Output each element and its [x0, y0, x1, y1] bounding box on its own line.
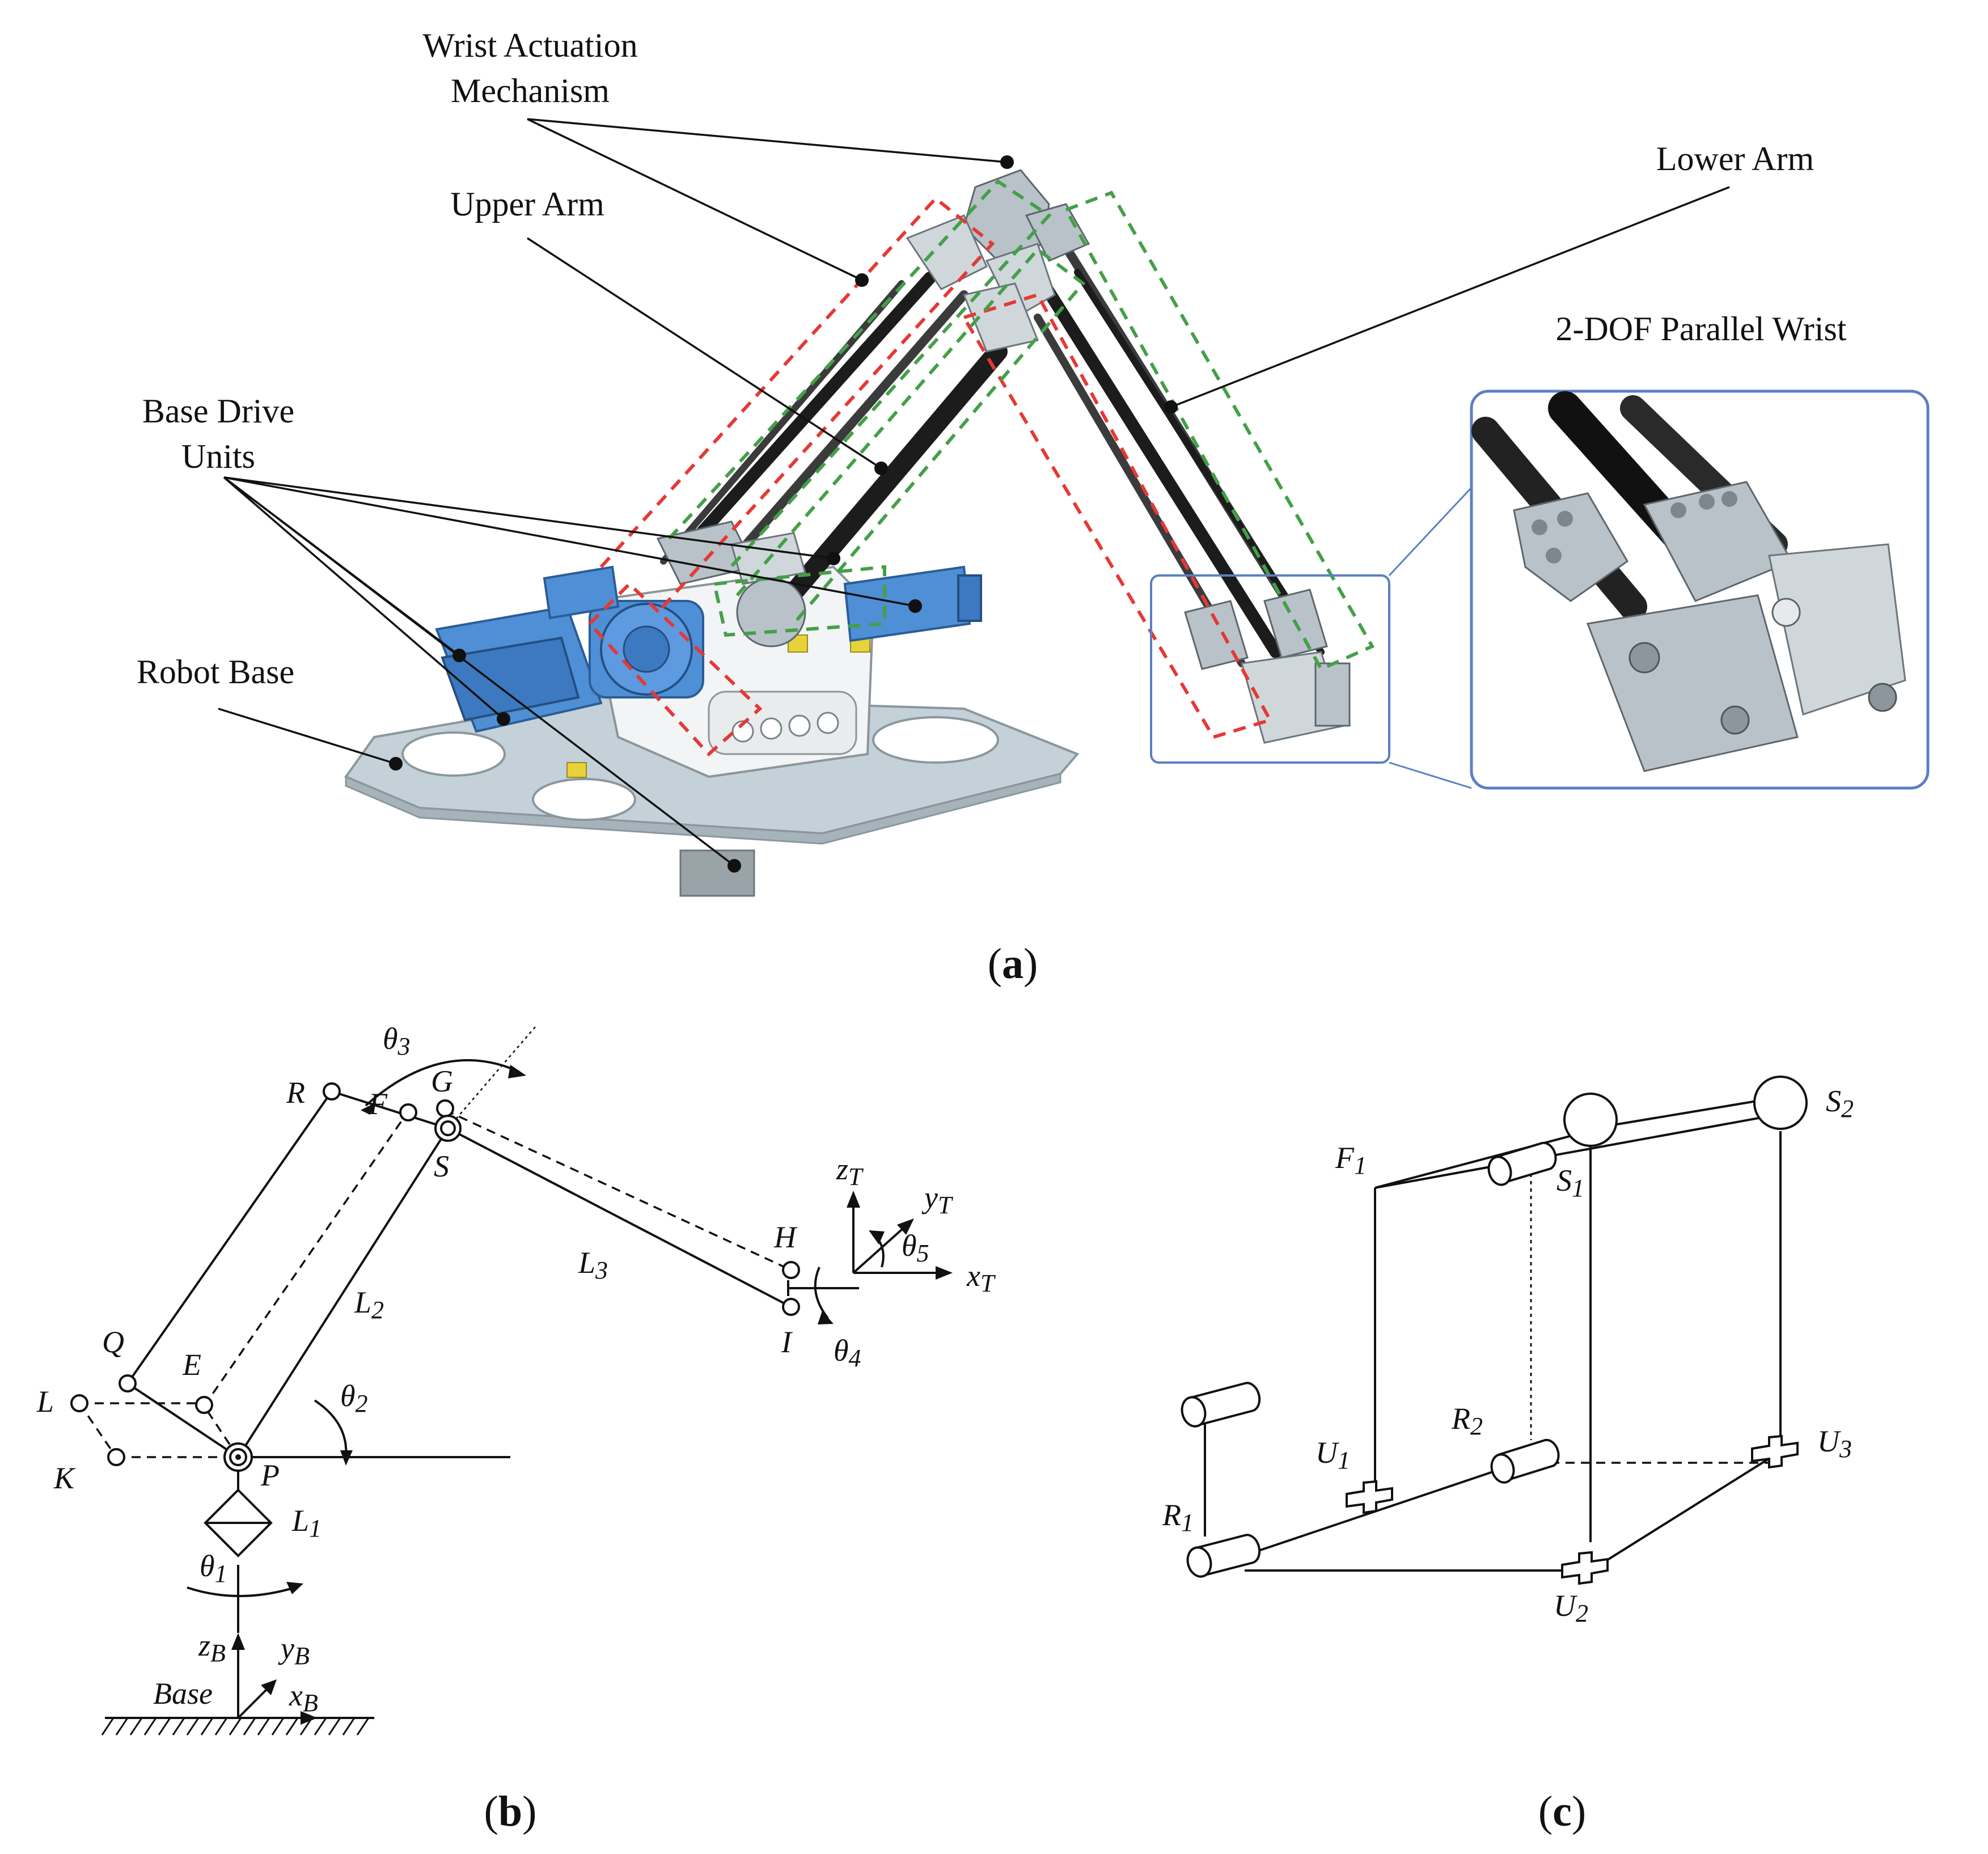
- panel-a-callouts: [218, 118, 1730, 873]
- panel-b-kinematic-diagram: R F G S Q E L K P H I Base θ1 θ2 θ3 θ4 θ…: [36, 1022, 996, 1835]
- point-K: K: [53, 1461, 76, 1495]
- panel-c-mechanism-topology: F1 S2 S1 R2 U1 U3 R1 U2 (c): [1162, 1076, 1854, 1835]
- label-base-drive-line1: Base Drive: [142, 392, 294, 430]
- theta-4: θ4: [834, 1334, 861, 1372]
- elbow-joint-cluster: [906, 169, 1090, 353]
- label-wrist-actuation-line1: Wrist Actuation: [422, 27, 637, 64]
- universal-joint-crosses: [1346, 1434, 1799, 1585]
- theta-5: θ5: [902, 1229, 929, 1267]
- axis-xT: xT: [966, 1259, 996, 1297]
- point-I: I: [781, 1325, 793, 1359]
- axis-zB: zB: [198, 1628, 226, 1667]
- red-dashed-outlines: [587, 196, 1273, 757]
- panel-a-robot-illustration: Wrist Actuation Mechanism Upper Arm Lowe…: [137, 27, 1930, 988]
- axis-yT: yT: [921, 1180, 954, 1219]
- label-parallel-wrist: 2-DOF Parallel Wrist: [1555, 310, 1846, 348]
- label-robot-base: Robot Base: [137, 653, 294, 691]
- caption-a: (a): [988, 940, 1038, 988]
- wrist-assembly: [1184, 589, 1351, 744]
- parallel-wrist-inset: [1470, 390, 1930, 790]
- wrist-highlight-box: [1150, 574, 1390, 764]
- axis-yB: yB: [278, 1631, 310, 1670]
- point-E: E: [182, 1348, 201, 1382]
- point-L: L: [36, 1385, 54, 1419]
- theta-2: θ2: [340, 1379, 368, 1417]
- upper-arm-rods: [660, 272, 1008, 622]
- label-S1: S1: [1556, 1163, 1584, 1202]
- panel-c-labels: F1 S2 S1 R2 U1 U3 R1 U2: [1162, 1084, 1854, 1627]
- label-base-drive-line2: Units: [181, 438, 255, 475]
- point-H: H: [773, 1220, 798, 1254]
- label-lower-arm: Lower Arm: [1656, 140, 1814, 177]
- theta-3: θ3: [383, 1022, 411, 1060]
- label-base: Base: [153, 1677, 213, 1711]
- lower-arm-rods: [1009, 232, 1325, 667]
- point-R: R: [286, 1076, 305, 1110]
- link-L3: L3: [578, 1246, 608, 1284]
- revolute-joint-cylinders: [1181, 1141, 1560, 1578]
- link-L1: L1: [291, 1504, 322, 1542]
- label-upper-arm: Upper Arm: [450, 185, 604, 223]
- label-wrist-actuation-line2: Mechanism: [451, 72, 610, 109]
- point-S: S: [434, 1149, 449, 1183]
- caption-c: (c): [1538, 1788, 1586, 1835]
- label-F1: F1: [1335, 1141, 1367, 1179]
- label-U1: U1: [1316, 1436, 1350, 1474]
- label-U3: U3: [1817, 1424, 1852, 1463]
- axis-xB: xB: [289, 1678, 318, 1717]
- point-G: G: [431, 1064, 453, 1098]
- theta-1: θ1: [200, 1549, 227, 1588]
- base-drive-motors: [435, 565, 982, 733]
- point-F: F: [368, 1087, 388, 1121]
- panel-b-labels: R F G S Q E L K P H I Base θ1 θ2 θ3 θ4 θ…: [36, 1022, 996, 1717]
- ground-hatching: [101, 1717, 370, 1736]
- label-U2: U2: [1554, 1589, 1588, 1627]
- point-P: P: [260, 1458, 280, 1492]
- caption-b: (b): [484, 1788, 537, 1835]
- axis-zT: zT: [836, 1152, 864, 1191]
- point-Q: Q: [102, 1325, 124, 1359]
- label-R2: R2: [1451, 1402, 1483, 1440]
- link-L2: L2: [354, 1285, 384, 1324]
- label-R1: R1: [1162, 1498, 1194, 1536]
- label-S2: S2: [1826, 1084, 1854, 1123]
- green-dashed-outlines: [667, 179, 1375, 671]
